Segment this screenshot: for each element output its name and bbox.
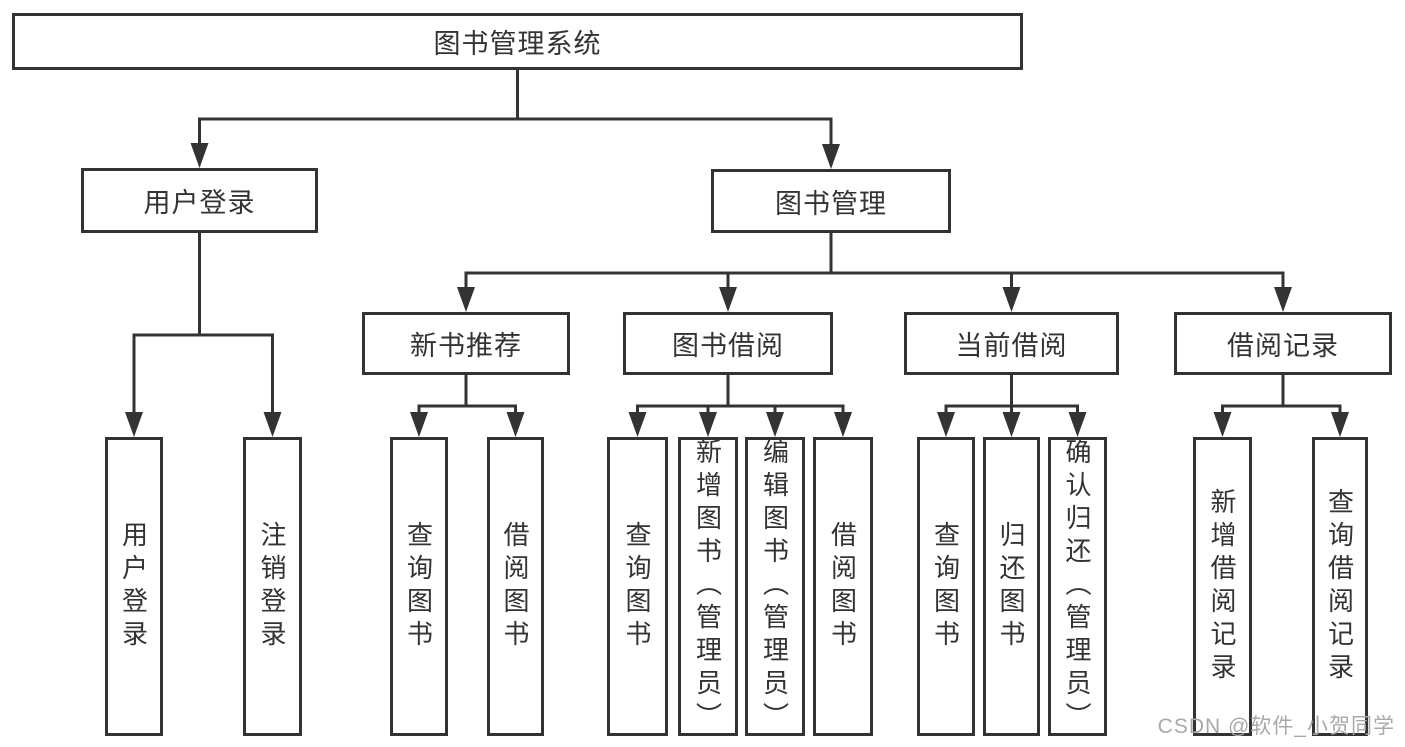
node-new-books: 新书推荐 — [362, 312, 570, 375]
node-label: 注销登录 — [257, 520, 287, 653]
node-label: 借阅记录 — [1227, 331, 1339, 361]
node-current-borrow: 当前借阅 — [904, 312, 1119, 375]
node-label: 查询借阅记录 — [1324, 487, 1355, 686]
node-label: 用户登录 — [118, 520, 149, 653]
node-cb-query: 查询图书 — [917, 437, 975, 736]
node-label: 查询图书 — [403, 520, 434, 653]
node-label: 图书管理 — [775, 188, 887, 219]
node-cb-confirm: 确认归还（管理员） — [1048, 437, 1107, 736]
node-book-borrow: 图书借阅 — [623, 312, 833, 375]
node-bb-edit: 编辑图书（管理员） — [745, 437, 805, 736]
node-root: 图书管理系统 — [12, 13, 1023, 70]
node-br-query: 查询借阅记录 — [1312, 437, 1368, 736]
node-login: 用户登录 — [81, 168, 318, 233]
node-nb-borrow: 借阅图书 — [487, 437, 544, 736]
node-label: 新增借阅记录 — [1207, 487, 1237, 686]
watermark: CSDN @软件_小贺同学 — [1157, 715, 1395, 738]
node-label: 图书借阅 — [672, 331, 784, 361]
node-mgmt: 图书管理 — [711, 169, 951, 233]
node-label: 查询图书 — [930, 520, 961, 653]
node-label: 图书管理系统 — [433, 29, 602, 59]
node-login-user: 用户登录 — [105, 437, 163, 736]
node-label: 当前借阅 — [955, 331, 1068, 361]
node-label: 编辑图书（管理员） — [759, 438, 790, 735]
node-label: 查询图书 — [622, 520, 652, 653]
node-cb-return: 归还图书 — [983, 437, 1040, 736]
node-label: 借阅图书 — [500, 520, 530, 653]
node-bb-borrow: 借阅图书 — [813, 437, 873, 736]
node-label: 新增图书（管理员） — [692, 438, 723, 735]
node-label: 用户登录 — [143, 188, 256, 218]
node-bb-query: 查询图书 — [607, 437, 668, 736]
node-label: 新书推荐 — [410, 331, 522, 361]
node-bb-add: 新增图书（管理员） — [678, 437, 738, 736]
node-label: 借阅图书 — [827, 520, 858, 653]
node-nb-query: 查询图书 — [390, 437, 448, 736]
node-label: 归还图书 — [996, 520, 1026, 653]
node-login-logout: 注销登录 — [243, 437, 302, 736]
node-label: 确认归还（管理员） — [1062, 438, 1092, 735]
node-borrow-records: 借阅记录 — [1174, 312, 1392, 375]
node-br-add: 新增借阅记录 — [1193, 437, 1252, 736]
